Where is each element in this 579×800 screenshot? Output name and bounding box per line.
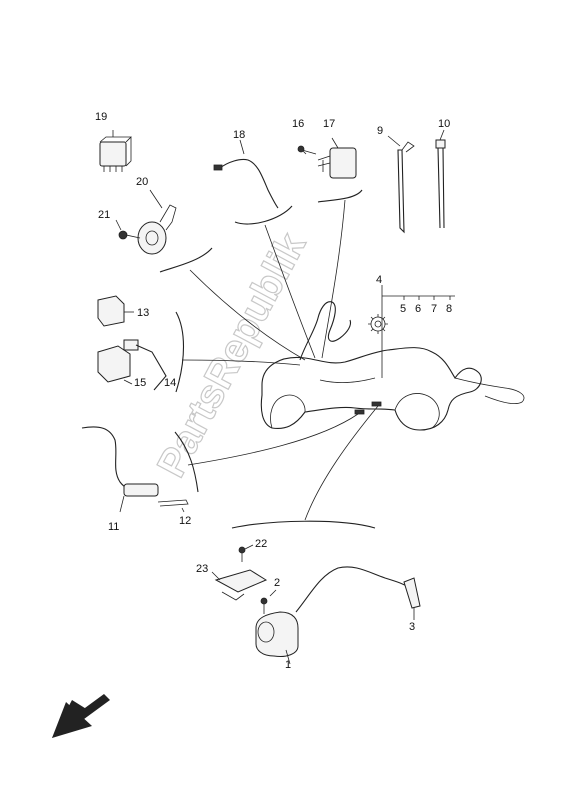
bracket-4-8: [381, 285, 455, 378]
label-20: 20: [136, 176, 148, 188]
label-17: 17: [323, 118, 335, 130]
label-2: 2: [274, 577, 280, 589]
part-12-pin: [157, 499, 189, 513]
leader-11-12: [187, 413, 359, 466]
bracket-4-8-ticks: [403, 296, 451, 300]
label-7: 7: [431, 303, 437, 315]
label-13: 13: [137, 307, 149, 319]
part-13-relay: [97, 295, 134, 327]
group-brackets: [159, 189, 455, 529]
part-9-clamp: [387, 135, 415, 234]
label-8: 8: [446, 303, 452, 315]
label-1: 1: [285, 659, 291, 671]
bike-body-outline: [260, 347, 482, 431]
bracket-16-17: [317, 189, 363, 203]
leader-coil-group: [304, 405, 379, 521]
part-17-regulator: [317, 137, 357, 179]
label-11: 11: [108, 521, 119, 533]
bracket-horn-group: [159, 247, 213, 273]
label-6: 6: [415, 303, 421, 315]
label-10: 10: [438, 118, 450, 130]
part-2-bolt: [260, 589, 277, 614]
label-12: 12: [179, 515, 191, 527]
part-3-plug-cap: [295, 566, 421, 620]
watermark: PartsRepublik: [148, 225, 315, 485]
bracket-coil-group: [231, 520, 376, 529]
part-10-cable-tie: [435, 129, 446, 229]
part-15-relay: [97, 339, 139, 385]
label-15: 15: [134, 377, 146, 389]
bike-rear-wheel: [394, 393, 440, 429]
bike-front-fork: [299, 301, 352, 361]
part-16-bolt: [297, 145, 317, 155]
harness-connector-b: [371, 401, 382, 407]
label-16: 16: [292, 118, 304, 130]
label-22: 22: [255, 538, 267, 550]
label-14: 14: [164, 377, 176, 389]
label-23: 23: [196, 563, 208, 575]
part-18-lead: [213, 139, 279, 209]
bike-front-wheel: [270, 394, 306, 429]
bracket-18: [234, 205, 293, 225]
leader-16-17: [321, 199, 346, 359]
part-22-bolt: [238, 544, 254, 562]
label-19: 19: [95, 111, 107, 123]
part-20-horn: [137, 189, 177, 255]
watermark-text: PartsRepublik: [149, 225, 314, 484]
motorcycle-outline: [260, 301, 525, 431]
part-labels: 19 20 21 18 16 17 9 10 4 5 6 7 8 13 15 1…: [95, 111, 452, 671]
harness-connector-a: [354, 409, 365, 415]
part-11-switch: [81, 426, 159, 513]
arrow-down-left-icon: [52, 694, 110, 738]
label-4: 4: [376, 274, 382, 286]
label-18: 18: [233, 129, 245, 141]
part-21-bolt: [115, 219, 141, 240]
gear-icon: [368, 314, 388, 334]
label-3: 3: [409, 621, 415, 633]
bike-frame-line: [319, 377, 376, 384]
label-9: 9: [377, 125, 383, 137]
leader-relay-group: [181, 359, 301, 366]
part-14-lead: [135, 344, 167, 391]
leader-lines: [181, 199, 379, 521]
bike-tail: [454, 377, 525, 404]
part-23-bracket: [211, 569, 268, 601]
bracket-11-12: [174, 431, 199, 493]
part-1-ignition-coil: [255, 611, 299, 665]
bracket-relay-group: [175, 311, 185, 393]
label-5: 5: [400, 303, 406, 315]
label-21: 21: [98, 209, 110, 221]
leader-horn-group: [189, 269, 306, 361]
part-19-relay: [99, 130, 132, 172]
leader-18: [264, 224, 316, 359]
